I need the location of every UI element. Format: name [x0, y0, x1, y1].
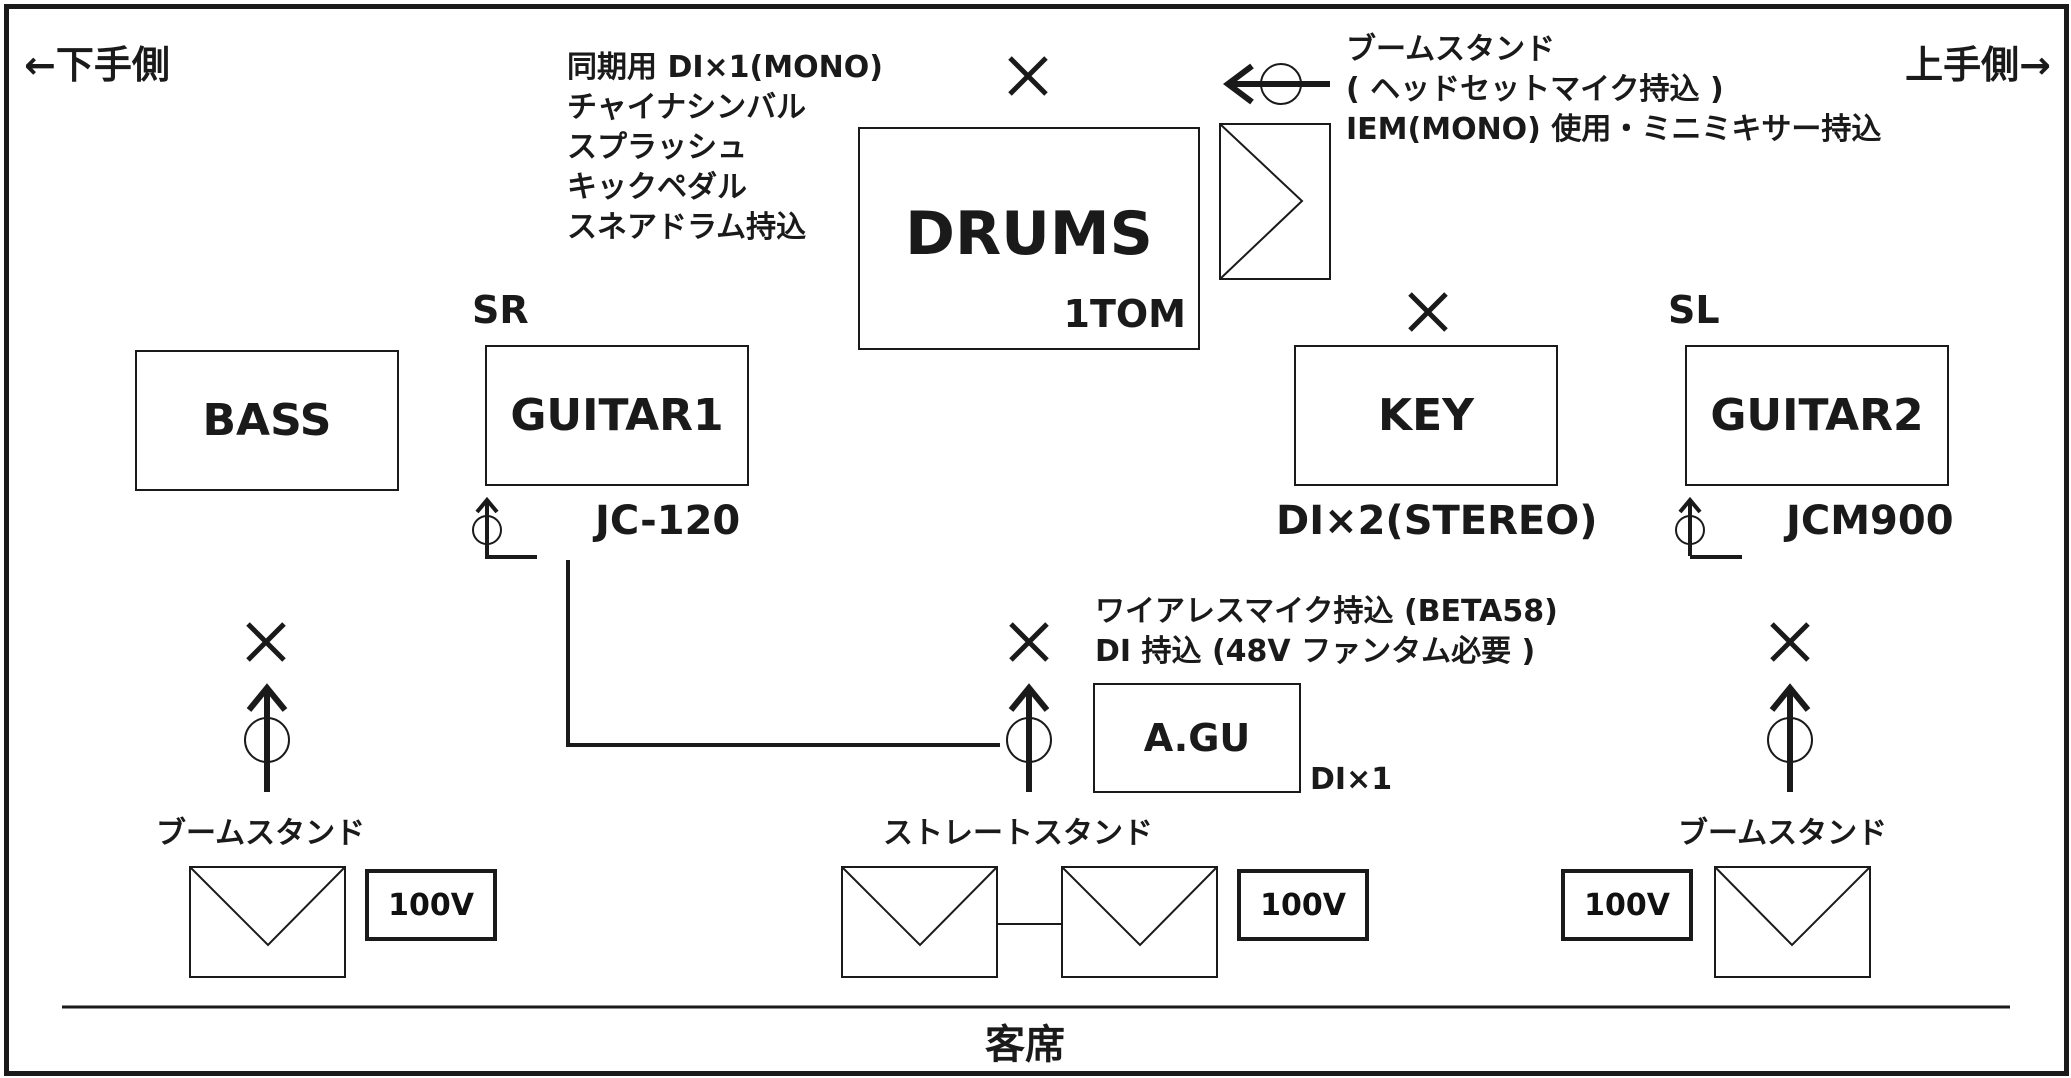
stand-right-label: ブームスタンド [1678, 816, 1888, 851]
mic-arrow-right [1767, 683, 1813, 792]
stage-frame [4, 4, 2069, 1076]
cross-drums-mark [1008, 56, 1048, 96]
drums-note: チャイナシンバル [567, 90, 807, 125]
drums-notes: 同期用 DI×1(MONO) チャイナシンバル スプラッシュ キックペダル スネ… [567, 48, 883, 248]
guitar2-amp-mic [1675, 496, 1742, 559]
drums-tom-label: 1TOM [1063, 292, 1186, 336]
drums-note: キックペダル [567, 170, 747, 205]
guitar2-box: GUITAR2 [1685, 345, 1949, 486]
drum-mic-arrow [1223, 63, 1330, 105]
floor-monitor-center-b [1061, 866, 1218, 978]
cross-center-mark [1009, 622, 1049, 662]
cable-line [566, 560, 1000, 747]
drums-note: 同期用 DI×1(MONO) [567, 50, 883, 85]
drum-mic-note: ( ヘッドセットマイク持込 ) [1346, 72, 1724, 107]
drums-label: DRUMS [905, 198, 1153, 269]
audience-label: 客席 [985, 1022, 1065, 1068]
agu-box: A.GU [1093, 683, 1301, 793]
bass-box: BASS [135, 350, 399, 491]
drums-box: DRUMS 1TOM [858, 127, 1200, 350]
power-100v-center: 100V [1237, 869, 1369, 941]
agu-di-label: DI×1 [1310, 762, 1393, 797]
house-right-label: 上手側→ [1905, 43, 2051, 87]
guitar2-label: GUITAR2 [1710, 390, 1924, 441]
drum-monitor-wedge [1219, 123, 1331, 280]
bass-label: BASS [202, 395, 332, 446]
guitar2-amp-label: JCM900 [1786, 498, 1954, 544]
guitar1-amp-label: JC-120 [595, 498, 741, 544]
power-left-label: 100V [388, 887, 474, 923]
cross-key-mark [1408, 292, 1448, 332]
power-center-label: 100V [1260, 887, 1346, 923]
guitar1-box: GUITAR1 [485, 345, 749, 486]
drums-note: スプラッシュ [567, 130, 747, 165]
agu-notes: ワイアレスマイク持込 (BETA58) DI 持込 (48V ファンタム必要 ) [1095, 592, 1558, 672]
mic-arrow-left [244, 683, 290, 792]
mic-arrow-center [1006, 683, 1052, 792]
stand-center-label: ストレートスタンド [883, 816, 1153, 851]
key-box: KEY [1294, 345, 1558, 486]
power-100v-right: 100V [1561, 869, 1693, 941]
drum-mic-note: IEM(MONO) 使用・ミニミキサー持込 [1346, 112, 1882, 147]
power-100v-left: 100V [365, 869, 497, 941]
drum-mic-note: ブームスタンド [1346, 32, 1556, 67]
agu-label: A.GU [1143, 716, 1251, 760]
cross-left-mark [246, 622, 286, 662]
power-right-label: 100V [1584, 887, 1670, 923]
stand-left-label: ブームスタンド [156, 816, 366, 851]
key-di-label: DI×2(STEREO) [1276, 498, 1598, 544]
floor-monitor-center-a [841, 866, 998, 978]
cross-right-mark [1770, 622, 1810, 662]
drums-note: スネアドラム持込 [567, 210, 807, 245]
floor-monitor-left [189, 866, 346, 978]
key-label: KEY [1377, 390, 1474, 441]
floor-monitor-right [1714, 866, 1871, 978]
sl-label: SL [1668, 288, 1720, 332]
agu-note: ワイアレスマイク持込 (BETA58) [1095, 594, 1558, 629]
sr-label: SR [472, 288, 529, 332]
guitar1-label: GUITAR1 [510, 390, 724, 441]
drum-mic-notes: ブームスタンド ( ヘッドセットマイク持込 ) IEM(MONO) 使用・ミニミ… [1346, 30, 1881, 150]
agu-note: DI 持込 (48V ファンタム必要 ) [1095, 634, 1536, 669]
guitar1-amp-mic [472, 496, 537, 559]
house-left-label: ←下手側 [24, 43, 170, 87]
